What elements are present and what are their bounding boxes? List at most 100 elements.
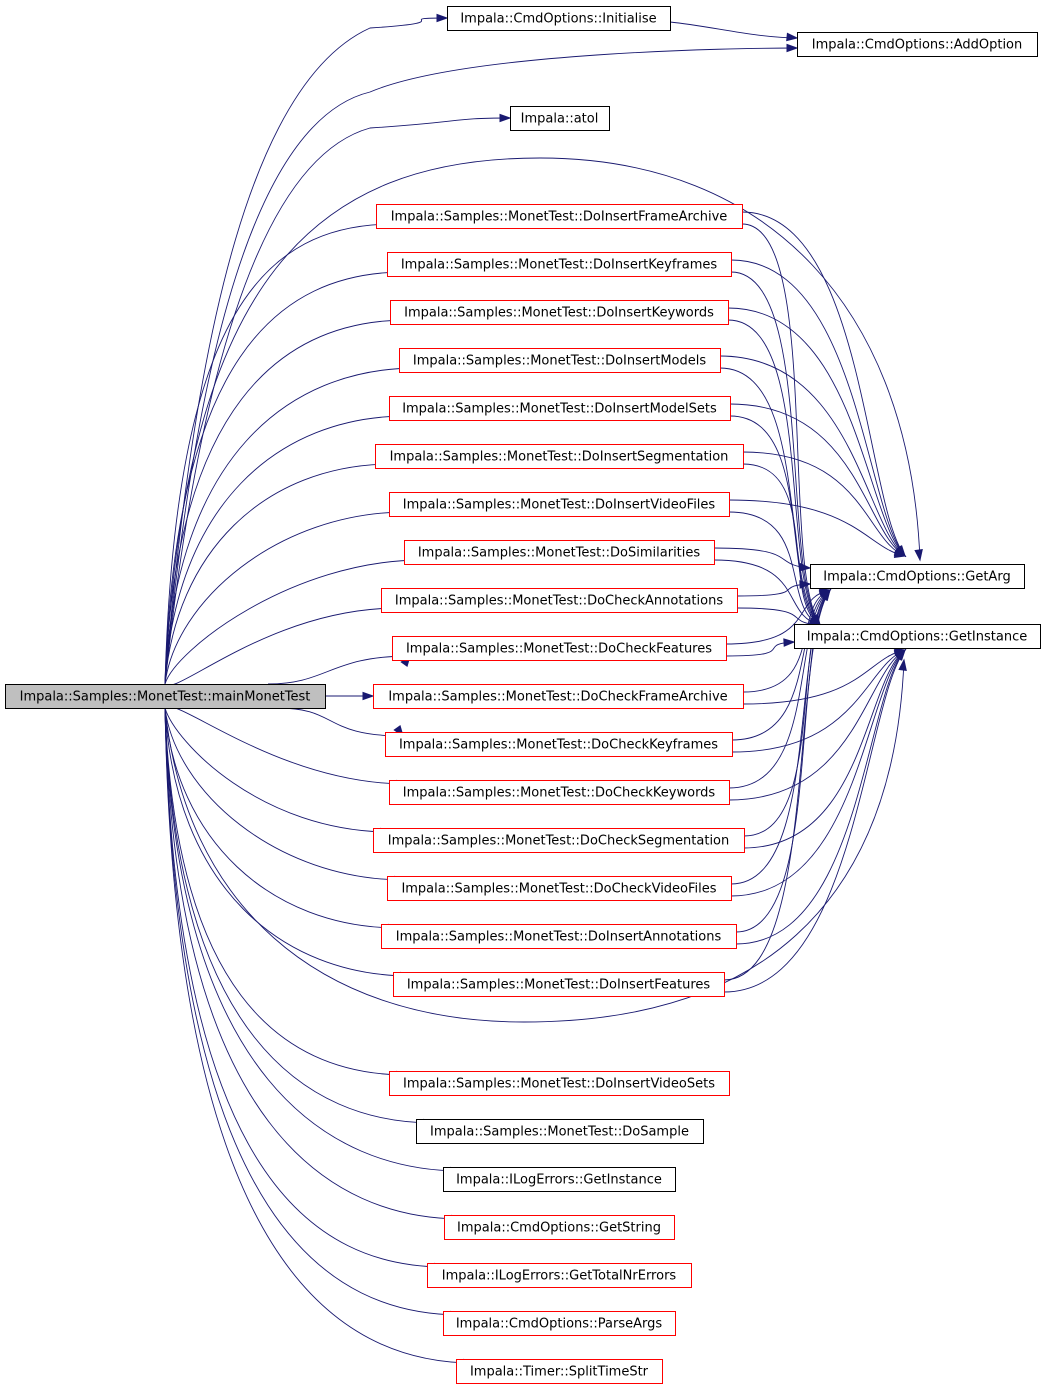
node-split[interactable]: Impala::Timer::SplitTimeStr bbox=[456, 1359, 663, 1384]
edge-line bbox=[719, 355, 906, 557]
node-totErr[interactable]: Impala::ILogErrors::GetTotalNrErrors bbox=[427, 1263, 692, 1288]
edge-line bbox=[727, 307, 906, 557]
node-dCKw[interactable]: Impala::Samples::MonetTest::DoCheckKeywo… bbox=[389, 780, 730, 805]
edge-line bbox=[735, 649, 906, 945]
node-dCKf[interactable]: Impala::Samples::MonetTest::DoCheckKeyfr… bbox=[385, 732, 733, 757]
edge-main-to-dIA bbox=[164, 707, 401, 933]
node-box bbox=[5, 684, 326, 709]
node-box bbox=[375, 444, 744, 469]
node-parse[interactable]: Impala::CmdOptions::ParseArgs bbox=[443, 1311, 676, 1336]
node-dCVF[interactable]: Impala::Samples::MonetTest::DoCheckVideo… bbox=[387, 876, 732, 901]
edge-line bbox=[164, 117, 511, 685]
edge-line bbox=[164, 707, 462, 1316]
node-dIVF[interactable]: Impala::Samples::MonetTest::DoInsertVide… bbox=[389, 492, 730, 517]
node-label: Impala::Samples::MonetTest::DoCheckFrame… bbox=[388, 690, 727, 705]
node-addopt[interactable]: Impala::CmdOptions::AddOption bbox=[797, 32, 1038, 57]
call-nodes: Impala::Samples::MonetTest::mainMonetTes… bbox=[5, 6, 1041, 1384]
node-atol[interactable]: Impala::atol bbox=[510, 106, 610, 131]
node-label: Impala::Samples::MonetTest::DoInsertSegm… bbox=[390, 450, 729, 465]
node-dIFA[interactable]: Impala::Samples::MonetTest::DoInsertFram… bbox=[376, 204, 743, 229]
edge-arrowhead bbox=[499, 113, 512, 123]
node-dIKw[interactable]: Impala::Samples::MonetTest::DoInsertKeyw… bbox=[390, 300, 729, 325]
node-dCA[interactable]: Impala::Samples::MonetTest::DoCheckAnnot… bbox=[381, 588, 738, 613]
node-dSim[interactable]: Impala::Samples::MonetTest::DoSimilariti… bbox=[404, 540, 715, 565]
edge-line bbox=[164, 367, 418, 685]
edge-line bbox=[164, 511, 408, 685]
edge-line bbox=[735, 589, 831, 933]
node-dISeg[interactable]: Impala::Samples::MonetTest::DoInsertSegm… bbox=[375, 444, 744, 469]
edge-main-to-dCFA bbox=[325, 691, 375, 701]
edge-line bbox=[164, 415, 408, 685]
edge-arrowhead bbox=[362, 691, 375, 701]
node-dCFA[interactable]: Impala::Samples::MonetTest::DoCheckFrame… bbox=[373, 684, 744, 709]
edge-line bbox=[164, 707, 446, 1268]
node-label: Impala::Samples::MonetTest::DoInsertAnno… bbox=[396, 930, 722, 945]
node-label: Impala::Samples::MonetTest::DoInsertMode… bbox=[402, 402, 717, 417]
edge-line bbox=[164, 559, 423, 685]
edge-main-to-dIVF bbox=[164, 507, 409, 685]
edge-main-to-dSample bbox=[164, 707, 436, 1128]
node-dIVS[interactable]: Impala::Samples::MonetTest::DoInsertVide… bbox=[389, 1071, 730, 1096]
edge-line bbox=[164, 707, 412, 977]
node-dCF[interactable]: Impala::Samples::MonetTest::DoCheckFeatu… bbox=[392, 636, 727, 661]
edge-arrowhead bbox=[786, 43, 799, 53]
edge-line bbox=[742, 463, 821, 626]
edge-arrowhead bbox=[783, 638, 796, 647]
node-init[interactable]: Impala::CmdOptions::Initialise bbox=[447, 6, 671, 31]
node-box bbox=[389, 396, 731, 421]
node-dSample[interactable]: Impala::Samples::MonetTest::DoSample bbox=[416, 1119, 704, 1144]
edge-main-to-dIKf bbox=[164, 267, 407, 685]
edge-line bbox=[277, 707, 404, 737]
edge-line bbox=[164, 706, 408, 785]
node-dIFe[interactable]: Impala::Samples::MonetTest::DoInsertFeat… bbox=[393, 972, 725, 997]
node-box bbox=[393, 972, 725, 997]
edge-main-to-getinst bbox=[164, 658, 907, 1023]
edge-line bbox=[730, 259, 906, 557]
edge-line bbox=[728, 511, 821, 626]
edge-line bbox=[164, 707, 475, 1364]
edge-main-to-dSim bbox=[164, 555, 424, 685]
edge-line bbox=[743, 589, 831, 837]
edge-line bbox=[731, 589, 831, 741]
node-box bbox=[389, 492, 730, 517]
node-box bbox=[404, 540, 715, 565]
node-logInst[interactable]: Impala::ILogErrors::GetInstance bbox=[443, 1167, 676, 1192]
node-box bbox=[510, 106, 610, 131]
node-label: Impala::Samples::MonetTest::DoCheckKeywo… bbox=[403, 786, 716, 801]
node-label: Impala::atol bbox=[521, 112, 599, 127]
edge-arrowhead bbox=[898, 658, 907, 671]
node-box bbox=[399, 348, 721, 373]
edge-line bbox=[164, 707, 462, 1172]
node-getstr[interactable]: Impala::CmdOptions::GetString bbox=[444, 1215, 675, 1240]
edge-arrowhead bbox=[895, 648, 906, 661]
edge-arrowhead bbox=[786, 32, 799, 42]
node-label: Impala::Samples::MonetTest::DoInsertMode… bbox=[413, 354, 706, 369]
node-box bbox=[387, 252, 732, 277]
edge-line bbox=[741, 223, 821, 626]
edge-line bbox=[727, 319, 821, 626]
node-getarg[interactable]: Impala::CmdOptions::GetArg bbox=[810, 564, 1025, 589]
edge-arrowhead bbox=[820, 588, 831, 602]
edge-dIFA-to-getarg bbox=[741, 211, 906, 558]
edge-main-to-dISeg bbox=[164, 459, 395, 685]
node-dCSeg[interactable]: Impala::Samples::MonetTest::DoCheckSegme… bbox=[373, 828, 745, 853]
edge-dSim-to-getarg bbox=[713, 547, 812, 572]
node-getinst[interactable]: Impala::CmdOptions::GetInstance bbox=[794, 624, 1041, 649]
node-dIM[interactable]: Impala::Samples::MonetTest::DoInsertMode… bbox=[399, 348, 721, 373]
node-label: Impala::Samples::MonetTest::DoCheckKeyfr… bbox=[399, 738, 718, 753]
node-label: Impala::CmdOptions::GetString bbox=[457, 1221, 661, 1236]
node-dIA[interactable]: Impala::Samples::MonetTest::DoInsertAnno… bbox=[381, 924, 737, 949]
node-box bbox=[443, 1167, 676, 1192]
edge-line bbox=[730, 649, 906, 897]
edge-line bbox=[713, 547, 811, 569]
node-dIMS[interactable]: Impala::Samples::MonetTest::DoInsertMode… bbox=[389, 396, 731, 421]
edge-line bbox=[713, 559, 821, 626]
node-label: Impala::ILogErrors::GetInstance bbox=[456, 1173, 662, 1188]
node-box bbox=[444, 1215, 675, 1240]
node-dIKf[interactable]: Impala::Samples::MonetTest::DoInsertKeyf… bbox=[387, 252, 732, 277]
node-label: Impala::Samples::MonetTest::DoInsertVide… bbox=[403, 498, 716, 513]
edge-main-to-dCKw bbox=[164, 706, 409, 789]
edge-line bbox=[736, 583, 811, 597]
node-box bbox=[389, 1071, 730, 1096]
